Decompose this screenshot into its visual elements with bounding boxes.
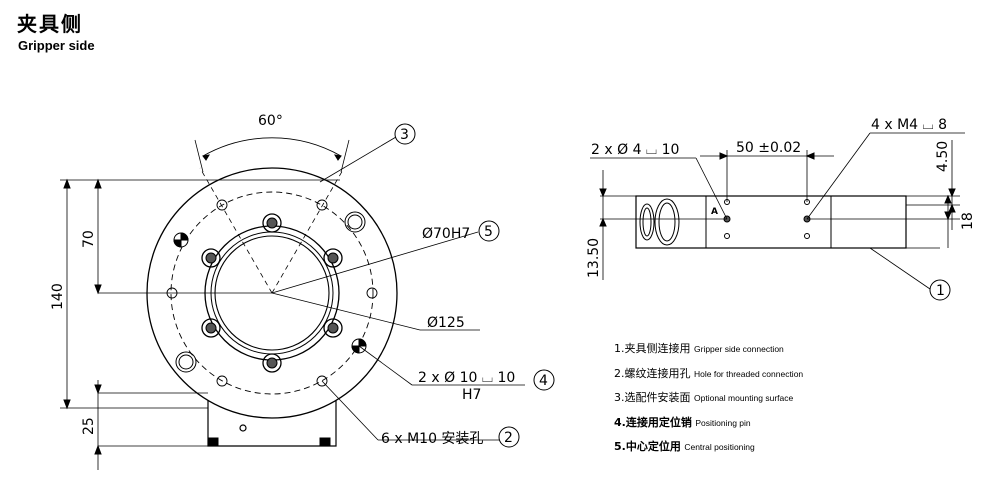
callout-2: 2 (504, 430, 513, 446)
page-subtitle: Gripper side (18, 38, 95, 53)
threaded-holes (201, 213, 343, 373)
callout-4: 4 (539, 373, 548, 389)
pitch-circle (170, 191, 374, 395)
bore-label: Ø70H7 (422, 226, 470, 242)
pin-hole-label: 2 x Ø 10 ⌴ 10 (418, 370, 515, 386)
dim-140-label: 140 (50, 283, 66, 310)
side-view (590, 132, 965, 301)
angle-label: 60° (258, 113, 283, 129)
dim-13-50-label: 13.50 (586, 238, 602, 278)
marker-a: A (711, 207, 718, 217)
legend-item: 1.夹具侧连接用 Gripper side connection (614, 342, 784, 355)
thread-label: 6 x M10 安装孔 (381, 431, 483, 447)
legend-item: 4.连接用定位销 Positioning pin (614, 415, 751, 429)
positioning-pins (173, 232, 367, 354)
large-holes (175, 211, 366, 373)
legend-item: 5.中心定位用 Central positioning (614, 440, 755, 453)
callout-1: 1 (936, 283, 945, 299)
dim-70-label: 70 (81, 230, 97, 248)
legend-item: 3.选配件安装面 Optional mounting surface (614, 391, 794, 404)
pcd-label: Ø125 (427, 315, 465, 331)
dim-4-50-label: 4.50 (935, 141, 951, 172)
callout-5: 5 (484, 224, 493, 240)
dim-18-label: 18 (960, 212, 976, 230)
side-thread-label: 4 x M4 ⌴ 8 (871, 117, 947, 133)
callout-3: 3 (400, 127, 409, 143)
front-view (60, 123, 555, 470)
dim-25-label: 25 (81, 417, 97, 435)
side-hole-label: 2 x Ø 4 ⌴ 10 (591, 142, 679, 158)
dim-50-label: 50 ±0.02 (736, 140, 801, 156)
page-title: 夹具侧 (17, 12, 83, 36)
legend-item: 2.螺纹连接用孔 Hole for threaded connection (614, 366, 804, 380)
bottom-tab (207, 395, 337, 447)
legend: 1.夹具侧连接用 Gripper side connection 2.螺纹连接用… (614, 337, 803, 460)
pin-hole-tol: H7 (462, 387, 481, 403)
